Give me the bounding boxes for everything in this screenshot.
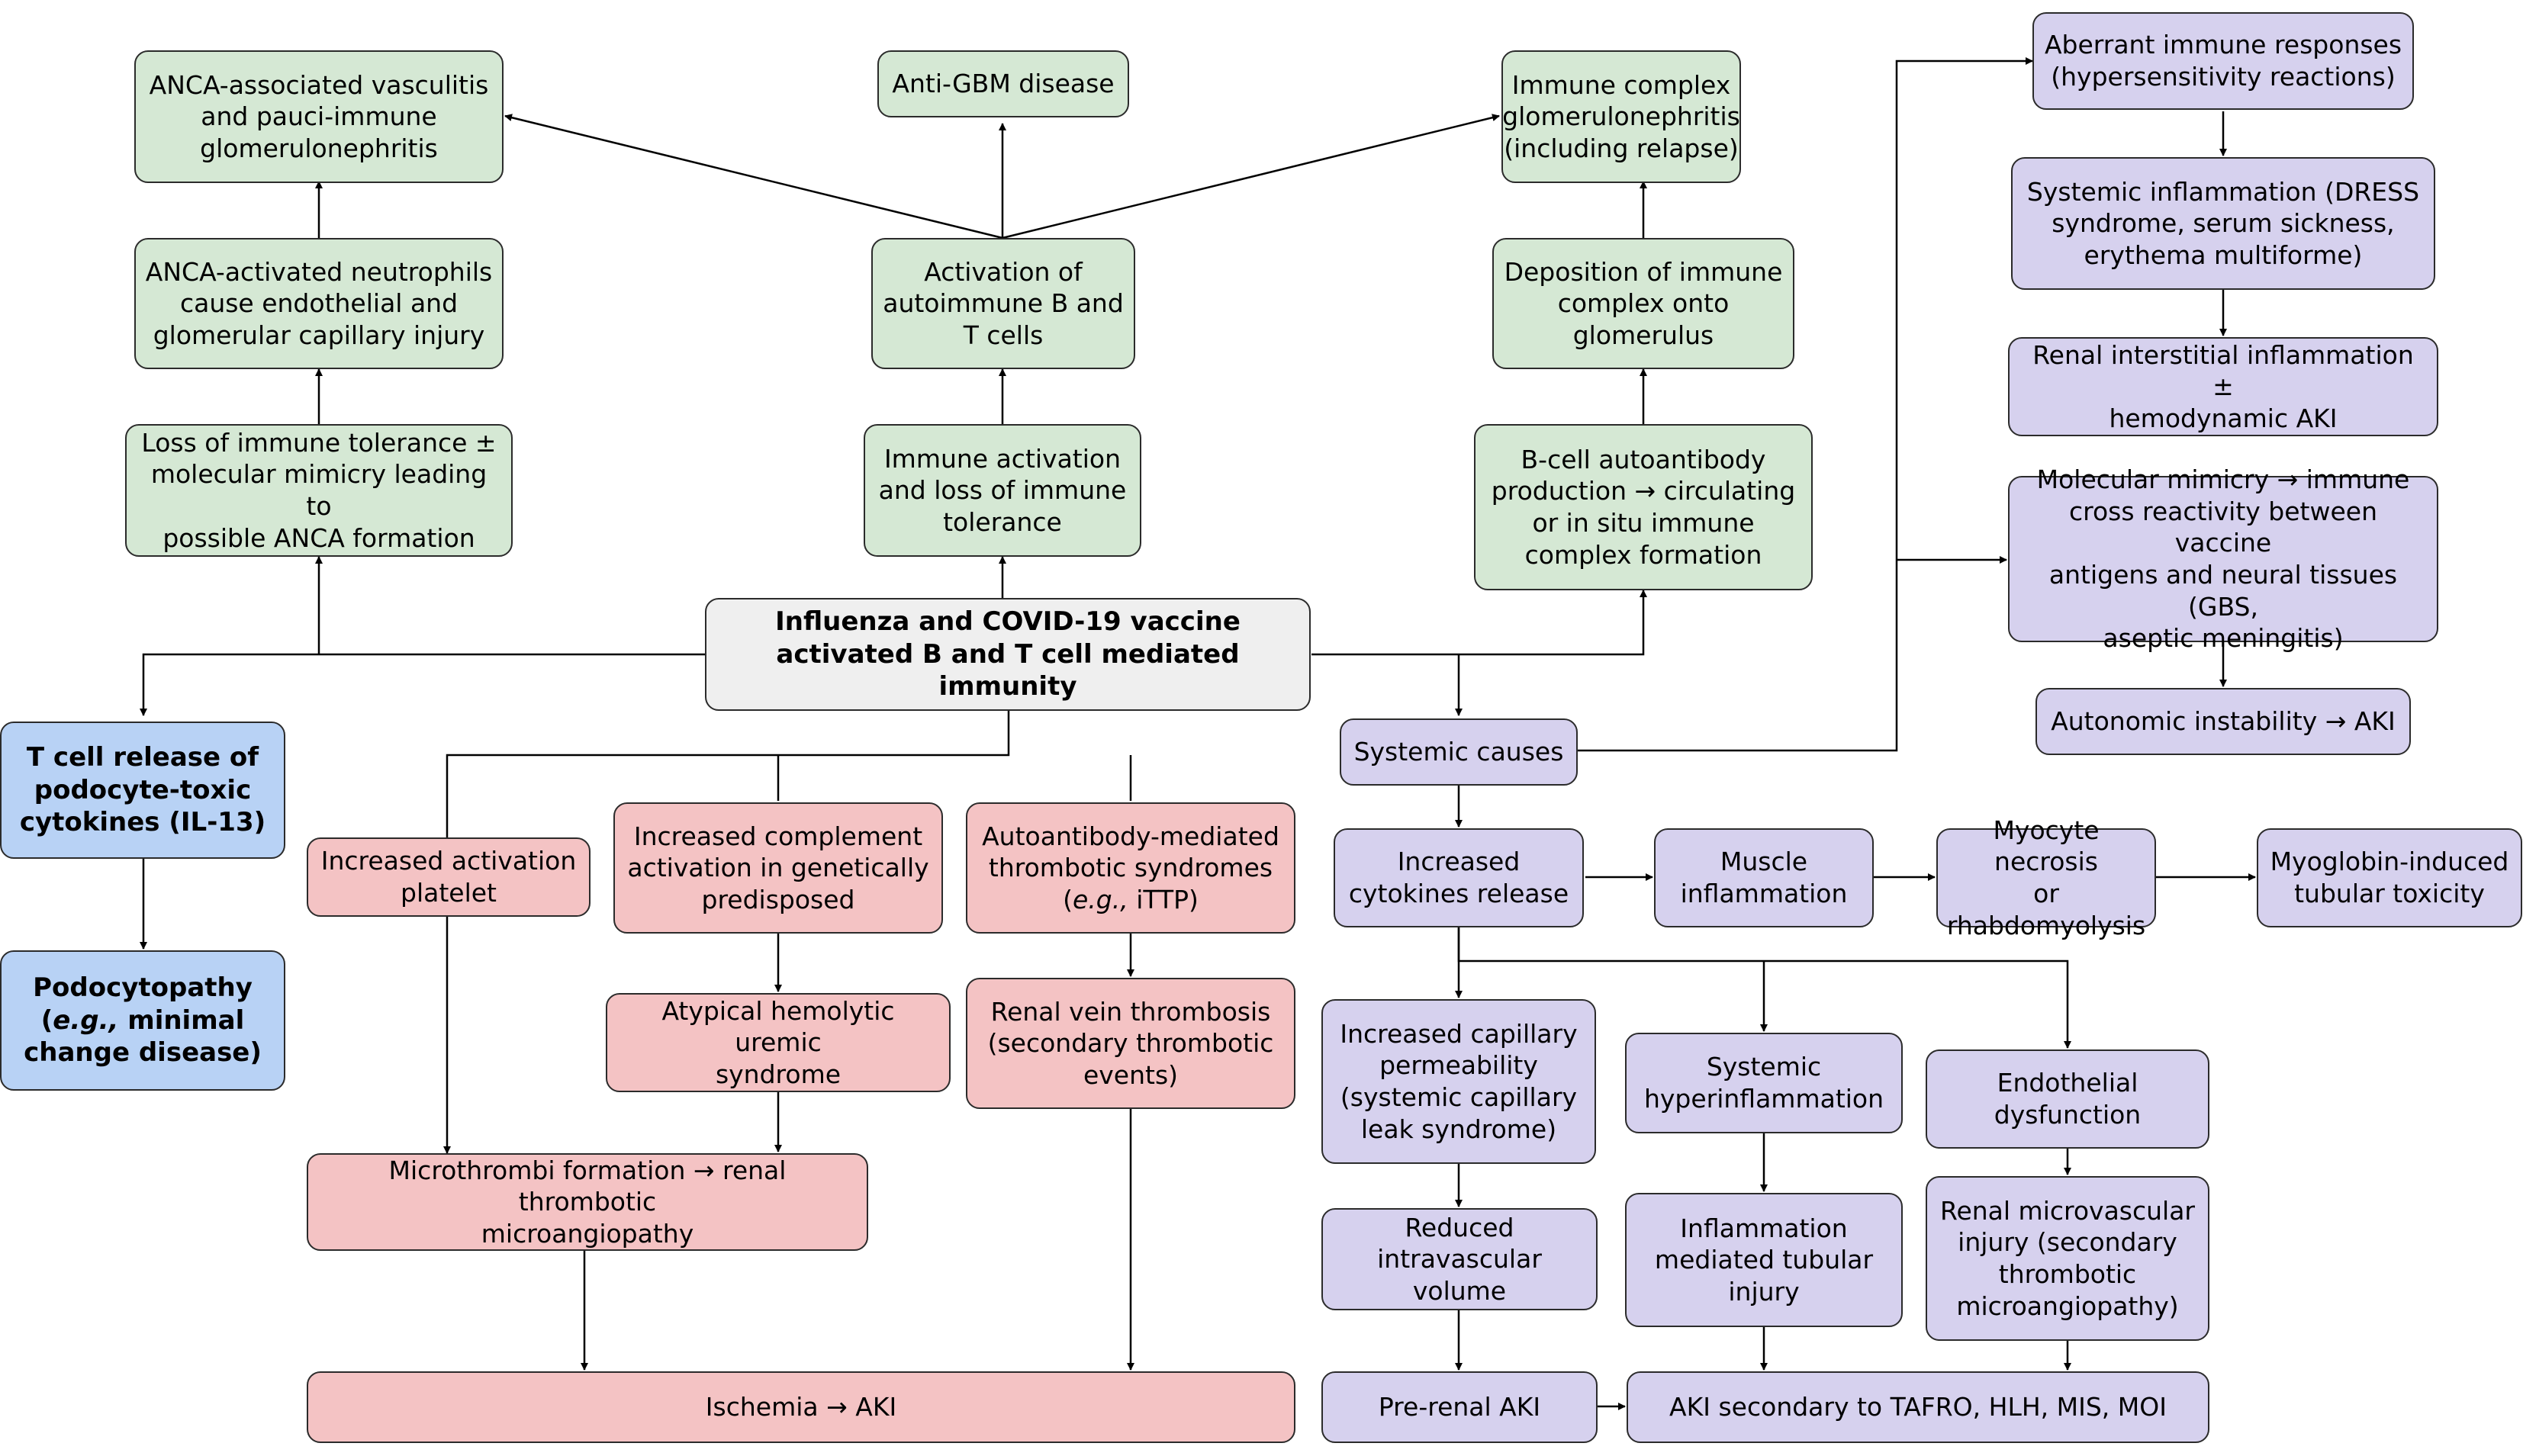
autoantibody-line1: Autoantibody-mediated	[982, 821, 1279, 851]
node-activation-autoimmune-label: Activation of autoimmune B and T cells	[883, 256, 1124, 350]
node-ischemia-aki-label: Ischemia → AKI	[705, 1392, 897, 1422]
node-increased-complement: Increased complement activation in genet…	[613, 802, 943, 934]
node-autoantibody-thrombotic-label: Autoantibody-mediated thrombotic syndrom…	[982, 821, 1279, 916]
node-systemic-causes-label: Systemic causes	[1353, 737, 1564, 767]
node-loss-tolerance-label: Loss of immune tolerance ± molecular mim…	[141, 427, 497, 553]
node-anti-gbm: Anti-GBM disease	[877, 50, 1129, 117]
autoantibody-line3-rest: iTTP)	[1128, 884, 1199, 914]
node-immune-activation: Immune activation and loss of immune tol…	[864, 424, 1141, 557]
node-podocytopathy: Podocytopathy (e.g., minimal change dise…	[0, 950, 285, 1091]
node-bcell-autoantibody: B-cell autoantibody production → circula…	[1474, 424, 1813, 590]
node-myoglobin-label: Myoglobin-induced tubular toxicity	[2270, 847, 2509, 908]
node-deposition-immune: Deposition of immune complex onto glomer…	[1492, 238, 1794, 369]
node-muscle-inflammation: Muscle inflammation	[1654, 828, 1874, 927]
node-bcell-autoantibody-label: B-cell autoantibody production → circula…	[1491, 444, 1796, 570]
node-podocytopathy-label: Podocytopathy (e.g., minimal change dise…	[24, 972, 262, 1069]
connector-autoimmune-to-vasculitis	[504, 114, 1003, 239]
node-anca-vasculitis: ANCA-associated vasculitis and pauci-imm…	[134, 50, 504, 183]
node-central-vaccine-immunity: Influenza and COVID-19 vaccine activated…	[705, 598, 1311, 711]
node-reduced-volume: Reduced intravascular volume	[1321, 1208, 1598, 1310]
connector-central-red-bus	[443, 711, 1010, 1154]
node-systemic-hyperinflammation-label: Systemic hyperinflammation	[1643, 1052, 1884, 1114]
node-increased-platelet-label: Increased activation platelet	[320, 846, 577, 908]
node-myocyte-necrosis: Myocyte necrosis or rhabdomyolysis	[1936, 815, 2156, 940]
node-renal-interstitial: Renal interstitial inflammation ± hemody…	[2008, 337, 2438, 436]
node-endothelial-dysfunction-label: Endothelial dysfunction	[1994, 1068, 2142, 1130]
node-anca-vasculitis-label: ANCA-associated vasculitis and pauci-imm…	[149, 69, 489, 163]
node-reduced-volume-label: Reduced intravascular volume	[1377, 1212, 1542, 1306]
node-renal-microvascular-label: Renal microvascular injury (secondary th…	[1940, 1195, 2195, 1321]
podocytopathy-line2-rest: minimal	[118, 1004, 245, 1036]
node-increased-cytokines: Increased cytokines release	[1334, 828, 1584, 927]
node-molecular-mimicry-label: Molecular mimicry → immune cross reactiv…	[2036, 464, 2410, 654]
node-ischemia-aki: Ischemia → AKI	[307, 1371, 1295, 1443]
node-tcell-release-label: T cell release of podocyte-toxic cytokin…	[19, 741, 266, 838]
node-renal-microvascular: Renal microvascular injury (secondary th…	[1926, 1176, 2209, 1341]
node-autoantibody-thrombotic: Autoantibody-mediated thrombotic syndrom…	[966, 802, 1295, 934]
node-aberrant-immune-label: Aberrant immune responses (hypersensitiv…	[2044, 30, 2402, 92]
podocytopathy-eg: e.g.,	[53, 1004, 119, 1036]
autoantibody-line3: (e.g., iTTP)	[1063, 884, 1199, 914]
node-endothelial-dysfunction: Endothelial dysfunction	[1926, 1049, 2209, 1149]
podocytopathy-line1: Podocytopathy	[33, 972, 253, 1003]
node-myocyte-necrosis-label: Myocyte necrosis or rhabdomyolysis	[1946, 815, 2146, 940]
node-atypical-hus: Atypical hemolytic uremic syndrome	[606, 993, 951, 1092]
connector-systemic-causes-bus	[1578, 57, 2033, 752]
node-systemic-hyperinflammation: Systemic hyperinflammation	[1625, 1033, 1903, 1133]
node-capillary-permeability: Increased capillary permeability (system…	[1321, 999, 1596, 1164]
node-increased-cytokines-label: Increased cytokines release	[1348, 847, 1569, 908]
node-autonomic-label: Autonomic instability → AKI	[2051, 706, 2396, 737]
node-molecular-mimicry: Molecular mimicry → immune cross reactiv…	[2008, 464, 2438, 653]
node-activation-autoimmune: Activation of autoimmune B and T cells	[871, 238, 1135, 369]
node-microthrombi-label: Microthrombi formation → renal thromboti…	[388, 1155, 787, 1249]
node-microthrombi: Microthrombi formation → renal thromboti…	[307, 1153, 868, 1251]
node-tcell-release: T cell release of podocyte-toxic cytokin…	[0, 722, 285, 859]
node-capillary-permeability-label: Increased capillary permeability (system…	[1340, 1018, 1578, 1144]
node-systemic-inflammation-label: Systemic inflammation (DRESS syndrome, s…	[2026, 176, 2420, 270]
node-central-label: Influenza and COVID-19 vaccine activated…	[775, 606, 1241, 702]
node-aki-tafro: AKI secondary to TAFRO, HLH, MIS, MOI	[1627, 1371, 2209, 1443]
node-myoglobin: Myoglobin-induced tubular toxicity	[2257, 828, 2522, 927]
node-deposition-immune-label: Deposition of immune complex onto glomer…	[1504, 256, 1783, 350]
node-autonomic-instability: Autonomic instability → AKI	[2035, 688, 2411, 755]
node-atypical-hus-label: Atypical hemolytic uremic syndrome	[661, 995, 895, 1089]
node-inflammation-tubular: Inflammation mediated tubular injury	[1625, 1193, 1903, 1327]
node-increased-platelet: Increased activation platelet	[307, 837, 591, 917]
node-systemic-inflammation: Systemic inflammation (DRESS syndrome, s…	[2011, 157, 2435, 290]
node-muscle-inflammation-label: Muscle inflammation	[1680, 847, 1848, 908]
node-loss-tolerance: Loss of immune tolerance ± molecular mim…	[125, 424, 513, 557]
node-renal-vein-label: Renal vein thrombosis (secondary thrombo…	[987, 996, 1274, 1090]
podocytopathy-line2: (e.g., minimal	[40, 1004, 245, 1036]
node-anca-neutrophils: ANCA-activated neutrophils cause endothe…	[134, 238, 504, 369]
connector-central-right-bus	[1311, 590, 1647, 656]
node-prerenal-aki: Pre-renal AKI	[1321, 1371, 1598, 1443]
node-aki-tafro-label: AKI secondary to TAFRO, HLH, MIS, MOI	[1669, 1392, 2167, 1422]
connector-autoimmune-to-immune-complex-gn	[1002, 114, 1500, 239]
podocytopathy-line3: change disease)	[24, 1037, 262, 1069]
node-immune-activation-label: Immune activation and loss of immune tol…	[878, 443, 1127, 537]
node-inflammation-tubular-label: Inflammation mediated tubular injury	[1654, 1213, 1874, 1307]
node-renal-vein-thrombosis: Renal vein thrombosis (secondary thrombo…	[966, 978, 1295, 1109]
connector-central-left-bus	[140, 653, 705, 716]
node-immune-complex-gn-label: Immune complex glomerulonephritis (inclu…	[1502, 69, 1740, 163]
node-renal-interstitial-label: Renal interstitial inflammation ± hemody…	[2032, 339, 2414, 433]
node-prerenal-aki-label: Pre-renal AKI	[1378, 1392, 1541, 1422]
node-systemic-causes: Systemic causes	[1340, 718, 1578, 786]
autoantibody-line2: thrombotic syndromes	[988, 853, 1273, 883]
node-anca-neutrophils-label: ANCA-activated neutrophils cause endothe…	[145, 256, 493, 350]
node-anti-gbm-label: Anti-GBM disease	[892, 69, 1115, 99]
node-aberrant-immune: Aberrant immune responses (hypersensitiv…	[2032, 12, 2414, 110]
autoantibody-eg: e.g.,	[1072, 884, 1128, 914]
node-increased-complement-label: Increased complement activation in genet…	[627, 821, 929, 914]
node-immune-complex-gn: Immune complex glomerulonephritis (inclu…	[1501, 50, 1741, 183]
